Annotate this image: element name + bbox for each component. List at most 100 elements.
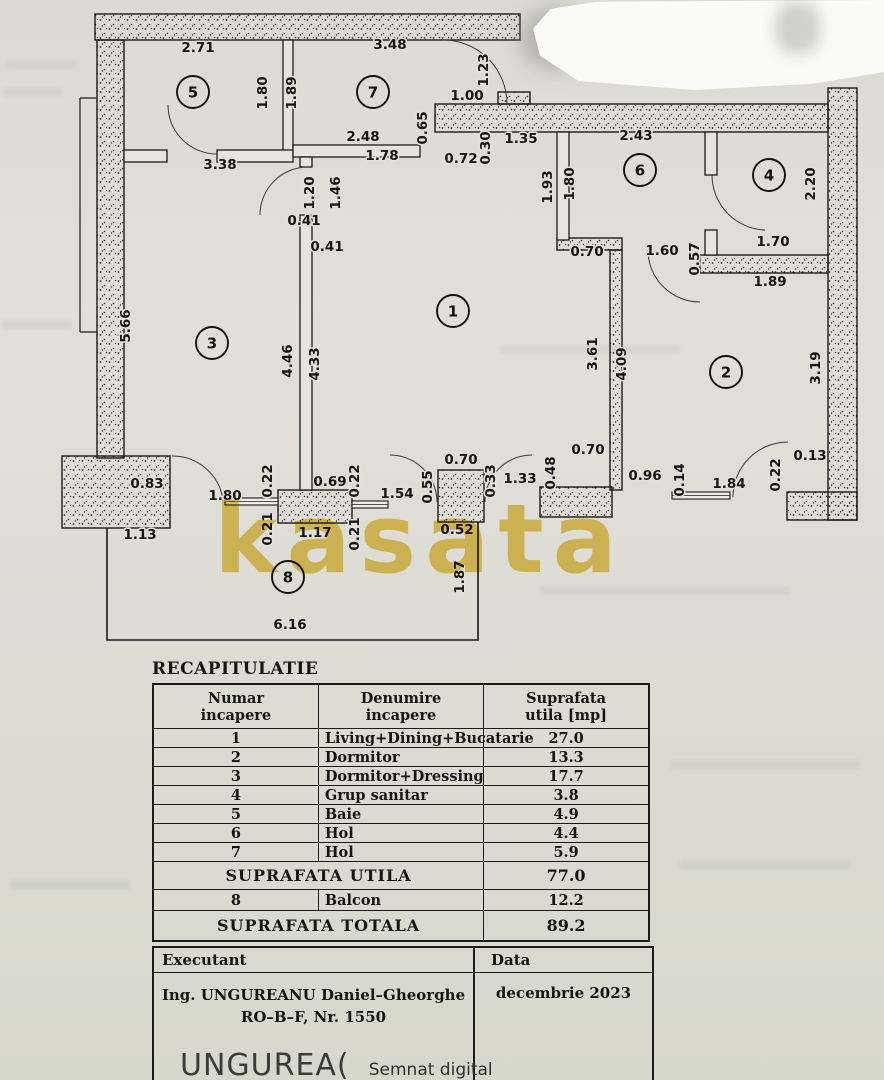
bleed-mark (670, 760, 860, 769)
dim-label: 0.14 (672, 463, 688, 496)
bleed-mark (6, 60, 76, 69)
total-row: SUPRAFATA TOTALA 89.2 (152, 910, 650, 941)
dim-label: 6.16 (273, 617, 306, 633)
dim-label: 5.66 (118, 309, 134, 342)
dim-label: 1.84 (712, 476, 745, 492)
executant-data-box: Executant Data Ing. UNGUREANU Daniel–Ghe… (152, 946, 654, 1080)
dim-label: 0.55 (420, 470, 436, 503)
dim-label: 0.22 (768, 458, 784, 491)
room-number: 4 (764, 167, 774, 185)
room-circle (709, 355, 743, 389)
dim-label: 3.48 (373, 37, 406, 53)
bleed-mark (500, 345, 680, 354)
dim-label: 2.71 (181, 40, 214, 56)
room-marker: 1 (436, 294, 470, 328)
dim-label: 1.89 (284, 76, 300, 109)
dim-label: 1.54 (380, 486, 413, 502)
total-label: SUPRAFATA TOTALA (152, 910, 485, 941)
dim-label: 1.70 (756, 234, 789, 250)
bleed-mark (10, 880, 130, 889)
row-name: Baie (317, 804, 485, 824)
row-number: 6 (152, 823, 319, 843)
partition-walls (123, 39, 718, 491)
room-number: 1 (448, 303, 458, 321)
dim-label: 1.00 (450, 88, 483, 104)
dim-label: 0.33 (483, 464, 499, 497)
subtotal-row: SUPRAFATA UTILA 77.0 (152, 861, 650, 890)
room-marker: 3 (195, 326, 229, 360)
room-number: 7 (368, 84, 378, 102)
dim-label: 1.46 (328, 176, 344, 209)
room-circle (436, 294, 470, 328)
dim-label: 1.78 (365, 148, 398, 164)
row-number: 2 (152, 747, 319, 767)
room-circle (356, 75, 390, 109)
dim-label: 0.57 (687, 242, 703, 275)
room-number: 5 (188, 84, 198, 102)
total-value: 89.2 (483, 910, 650, 941)
recap-title: RECAPITULATIE (152, 659, 319, 679)
room-marker: 8 (271, 560, 305, 594)
dim-label: 0.52 (440, 522, 473, 538)
room-number: 2 (721, 364, 731, 382)
dim-label: 1.20 (302, 176, 318, 209)
dim-label: 3.61 (585, 337, 601, 370)
row-name: Dormitor (317, 747, 485, 767)
dim-label: 1.60 (645, 243, 678, 259)
bleed-mark (2, 320, 72, 329)
dim-label: 4.09 (614, 347, 630, 380)
dim-label: 1.80 (255, 76, 271, 109)
dim-label: 0.70 (570, 244, 603, 260)
dim-label: 0.70 (571, 442, 604, 458)
room-marker: 7 (356, 75, 390, 109)
white-tear-patch (533, 0, 884, 90)
room-number: 6 (635, 162, 645, 180)
room-marker: 5 (176, 75, 210, 109)
row-number: 5 (152, 804, 319, 824)
row-number: 1 (152, 728, 319, 748)
room-marker: 6 (623, 153, 657, 187)
dim-label: 1.93 (540, 170, 556, 203)
row-name: Hol (317, 842, 485, 862)
executant-name: Ing. UNGUREANU Daniel–Gheorghe RO–B–F, N… (161, 986, 466, 1026)
dim-label: 0.41 (287, 213, 320, 229)
row-value: 4.9 (483, 804, 650, 824)
door-arcs (167, 39, 789, 503)
dim-label: 0.48 (543, 456, 559, 489)
footer-column-divider (473, 948, 475, 1080)
room-number: 3 (207, 335, 217, 353)
room-circle (195, 326, 229, 360)
subtotal-value: 77.0 (483, 861, 650, 890)
footer-header-row: Executant Data (154, 948, 652, 973)
dim-label: 1.17 (298, 525, 331, 541)
row-name: Grup sanitar (317, 785, 485, 805)
dim-label: 0.69 (313, 474, 346, 490)
signature-note: Semnat digital (368, 1060, 493, 1080)
dim-label: 2.48 (346, 129, 379, 145)
dim-label: 1.80 (562, 167, 578, 200)
data-label: Data (491, 951, 531, 969)
row-name: Dormitor+Dressing (317, 766, 485, 786)
executant-label: Executant (162, 951, 247, 969)
dim-label: 1.33 (503, 471, 536, 487)
dim-label: 0.72 (444, 151, 477, 167)
row-name: Hol (317, 823, 485, 843)
row-value: 17.7 (483, 766, 650, 786)
row-number: 8 (152, 889, 319, 911)
dim-label: 1.87 (452, 560, 468, 593)
bleed-mark (540, 586, 790, 595)
row-name: Living+Dining+Bucatarie (317, 728, 534, 748)
room-circle (271, 560, 305, 594)
scan-streak (775, 2, 820, 54)
dim-label: 1.35 (504, 131, 537, 147)
row-value: 12.2 (483, 889, 650, 911)
dim-label: 0.22 (347, 464, 363, 497)
